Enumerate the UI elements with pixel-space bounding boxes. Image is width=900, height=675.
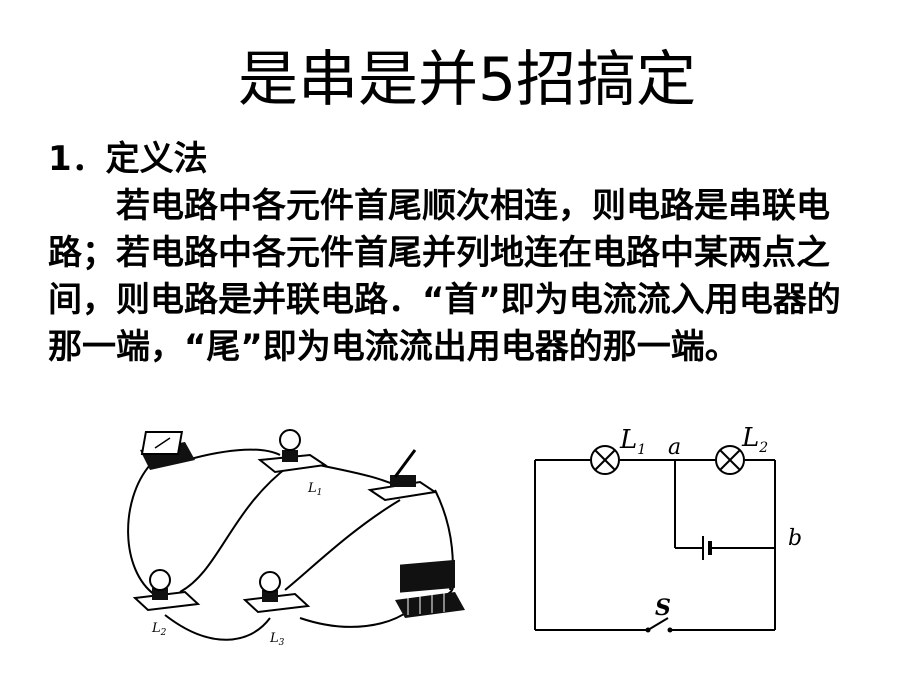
section-heading: 1．定义法 (48, 139, 208, 179)
wire (284, 499, 401, 591)
physical-circuit-figure: L1 L2 L3 (127, 429, 465, 648)
label-l2: L2 (151, 621, 167, 638)
lamp-l1 (590, 445, 620, 475)
slide-title: 是串是并5招搞定 (238, 45, 697, 115)
label-l1: L1 (619, 425, 646, 458)
label-s: S (655, 595, 671, 621)
bulb-l2 (132, 569, 201, 612)
label-l2: L2 (741, 423, 768, 456)
label-b: b (788, 526, 802, 551)
label-a: a (668, 435, 681, 460)
wire (127, 464, 156, 596)
definition-paragraph: 若电路中各元件首尾顺次相连，则电路是串联电路；若电路中各元件首尾并列地连在电路中… (48, 186, 841, 367)
lamp-l2 (715, 445, 745, 475)
wire (164, 614, 271, 641)
label-l1: L1 (307, 481, 322, 498)
battery-box (395, 559, 465, 618)
meter-device (140, 431, 195, 470)
switch-blade (647, 617, 669, 631)
wire (179, 464, 291, 593)
bulb-l1 (257, 429, 328, 474)
bulb-l3 (242, 571, 311, 614)
label-l3: L3 (269, 631, 285, 648)
knife-switch (367, 449, 438, 502)
circuit-schematic: S L1 a L2 b (534, 423, 802, 633)
wire (299, 609, 411, 628)
definition-section: 1．定义法 若电路中各元件首尾顺次相连，则电路是串联电路；若电路中各元件首尾并列… (48, 136, 856, 371)
